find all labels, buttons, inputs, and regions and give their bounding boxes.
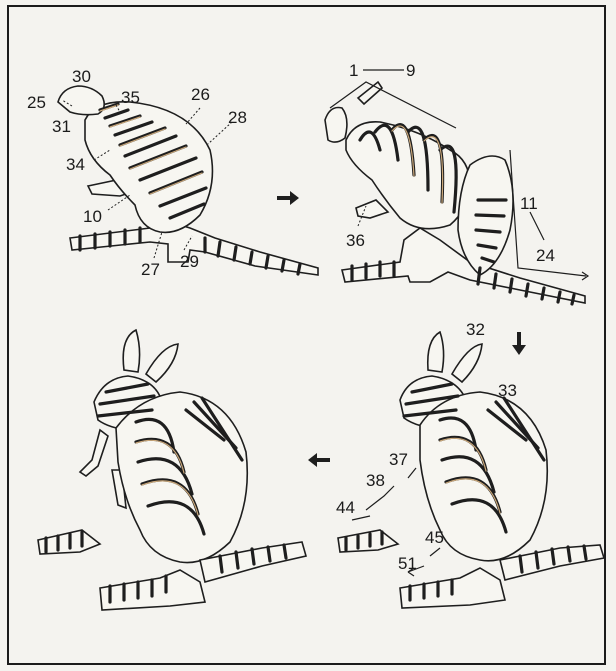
part-45: 45 — [425, 528, 444, 547]
arrow-left — [308, 453, 330, 467]
part-28: 28 — [228, 108, 247, 127]
part-24: 24 — [536, 246, 555, 265]
part-30: 30 — [72, 67, 91, 86]
step4-model — [38, 330, 306, 610]
part-44: 44 — [336, 498, 355, 517]
part-36: 36 — [346, 231, 365, 250]
part-29: 29 — [180, 252, 199, 271]
arrow-right — [277, 191, 299, 205]
step1-model — [58, 86, 318, 275]
part-51: 51 — [398, 554, 417, 573]
part-35: 35 — [121, 88, 140, 107]
part-25: 25 — [27, 93, 46, 112]
part-9: 9 — [406, 61, 415, 80]
part-32: 32 — [466, 320, 485, 339]
part-27: 27 — [141, 260, 160, 279]
part-34: 34 — [66, 155, 85, 174]
part-26: 26 — [191, 85, 210, 104]
part-1: 1 — [349, 61, 358, 80]
step3-model — [338, 332, 604, 608]
part-11: 11 — [520, 194, 538, 213]
part-31: 31 — [52, 117, 71, 136]
arrow-down — [512, 332, 526, 355]
part-38: 38 — [366, 471, 385, 490]
step2-model — [325, 70, 588, 304]
part-33: 33 — [498, 381, 517, 400]
part-10: 10 — [83, 207, 102, 226]
part-37: 37 — [389, 450, 408, 469]
